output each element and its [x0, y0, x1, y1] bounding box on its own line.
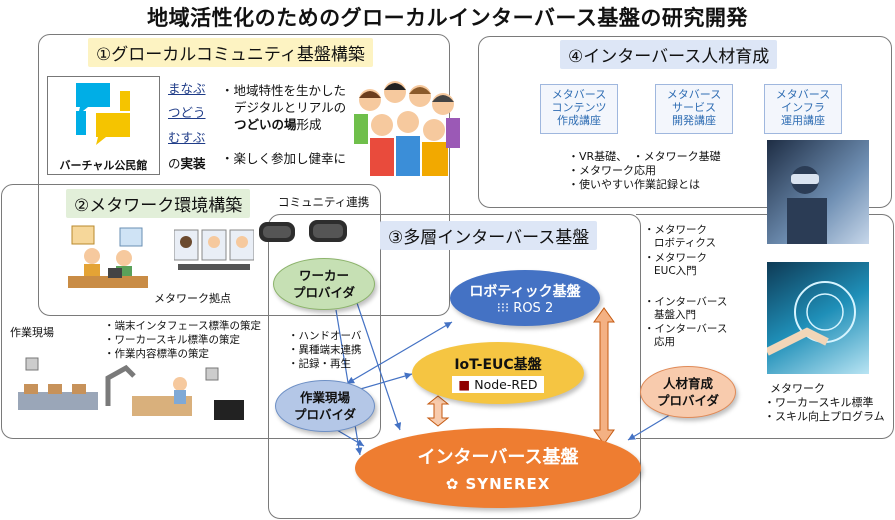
- mid-list-4: EUC入門: [654, 265, 697, 277]
- virtual-kominkan-logo: バーチャル公民館: [47, 76, 160, 175]
- vr-label: コミュニティ連携: [278, 195, 370, 209]
- standard-2: ・ワーカースキル標準の策定: [104, 334, 240, 346]
- section4-lower-box: [636, 214, 894, 439]
- section4-box: [478, 36, 892, 208]
- bottom-list-2: ・ワーカースキル標準: [764, 396, 874, 409]
- metawork-base-label: メタワーク拠点: [154, 292, 231, 305]
- hr-provider: 人材育成 プロバイダ: [640, 366, 736, 418]
- page-title: 地域活性化のためのグローカルインターバース基盤の研究開発: [147, 6, 748, 30]
- section2-header: ②メタワーク環境構築: [66, 189, 251, 218]
- robotics-platform: ロボティック基盤 ⁝⁝⁝ ROS 2: [450, 270, 600, 326]
- bullet2: ・楽しく参加し健幸に: [221, 151, 347, 166]
- section4-header: ④インターバース人材育成: [560, 40, 778, 69]
- course-contents: メタバースコンテンツ作成講座: [540, 84, 618, 134]
- logo-caption: バーチャル公民館: [59, 159, 148, 172]
- section1-box: [38, 34, 450, 316]
- worksite-label: 作業現場: [10, 326, 54, 339]
- worksite-provider: 作業現場 プロバイダ: [275, 380, 375, 432]
- bullet1-line3: つどいの場形成: [234, 117, 322, 132]
- iot-euc-platform: IoT-EUC基盤 ■ Node-RED: [412, 342, 584, 404]
- verb-suffix: の実装: [168, 156, 206, 171]
- hologram-photo: [765, 262, 869, 374]
- mid-list-3: ・メタワーク: [644, 252, 707, 264]
- mid-list-1: ・メタワーク: [644, 224, 707, 236]
- mid-list-7: ・インターバース: [644, 323, 728, 335]
- bullet1-line1: ・地域特性を生かした: [221, 83, 347, 98]
- synerex-logo: ✿ SYNEREX: [445, 475, 551, 493]
- speech-bubbles-icon: [76, 83, 130, 145]
- verb-tsudou: つどう: [168, 105, 206, 120]
- bottom-list-3: ・スキル向上プログラム: [764, 410, 885, 423]
- standard-3: ・作業内容標準の策定: [104, 348, 209, 360]
- worker-provider: ワーカー プロバイダ: [273, 258, 375, 310]
- people-crowd-illustration: [354, 81, 460, 176]
- course-service: メタバースサービス開発講座: [655, 84, 733, 134]
- section3-header: ③多層インターバース基盤: [380, 221, 598, 250]
- handover-2: ・異種端末連携: [288, 344, 362, 356]
- interverse-platform: インターバース基盤 ✿ SYNEREX: [355, 428, 641, 508]
- section3-box: [268, 214, 641, 519]
- verb-musubu: むすぶ: [168, 130, 206, 145]
- section1-header: ①グローカルコミュニティ基盤構築: [88, 38, 373, 67]
- node-red-logo: ■ Node-RED: [452, 375, 544, 393]
- bottom-list-1: メタワーク: [770, 382, 825, 395]
- factory-illustration: [18, 357, 244, 420]
- course-infra: メタバースインフラ運用講座: [764, 84, 842, 134]
- vr-tech-photo: [767, 140, 869, 244]
- standard-1: ・端末インタフェース標準の策定: [104, 320, 261, 332]
- mid-list-5: ・インターバース: [644, 296, 728, 308]
- mid-list-2: ロボティクス: [654, 237, 717, 249]
- verb-manabu: まなぶ: [168, 81, 206, 96]
- mid-list-6: 基盤入門: [654, 309, 696, 321]
- topic-3: ・使いやすい作業記録とは: [568, 178, 700, 191]
- section2-box: [1, 184, 381, 439]
- mid-list-8: 応用: [654, 336, 675, 348]
- topic-2: ・メタワーク応用: [568, 164, 656, 177]
- topic-1: ・VR基礎、 ・メタワーク基礎: [568, 150, 721, 163]
- remote-meeting-illustration: [174, 229, 254, 270]
- vr-headset-icon: [259, 220, 347, 242]
- bullet1-line2: デジタルとリアルの: [234, 100, 347, 115]
- handover-1: ・ハンドオーバ: [288, 330, 362, 342]
- metawork-office-illustration: [68, 225, 148, 288]
- ros2-logo: ⁝⁝⁝ ROS 2: [496, 300, 554, 316]
- handover-3: ・記録・再生: [288, 358, 351, 370]
